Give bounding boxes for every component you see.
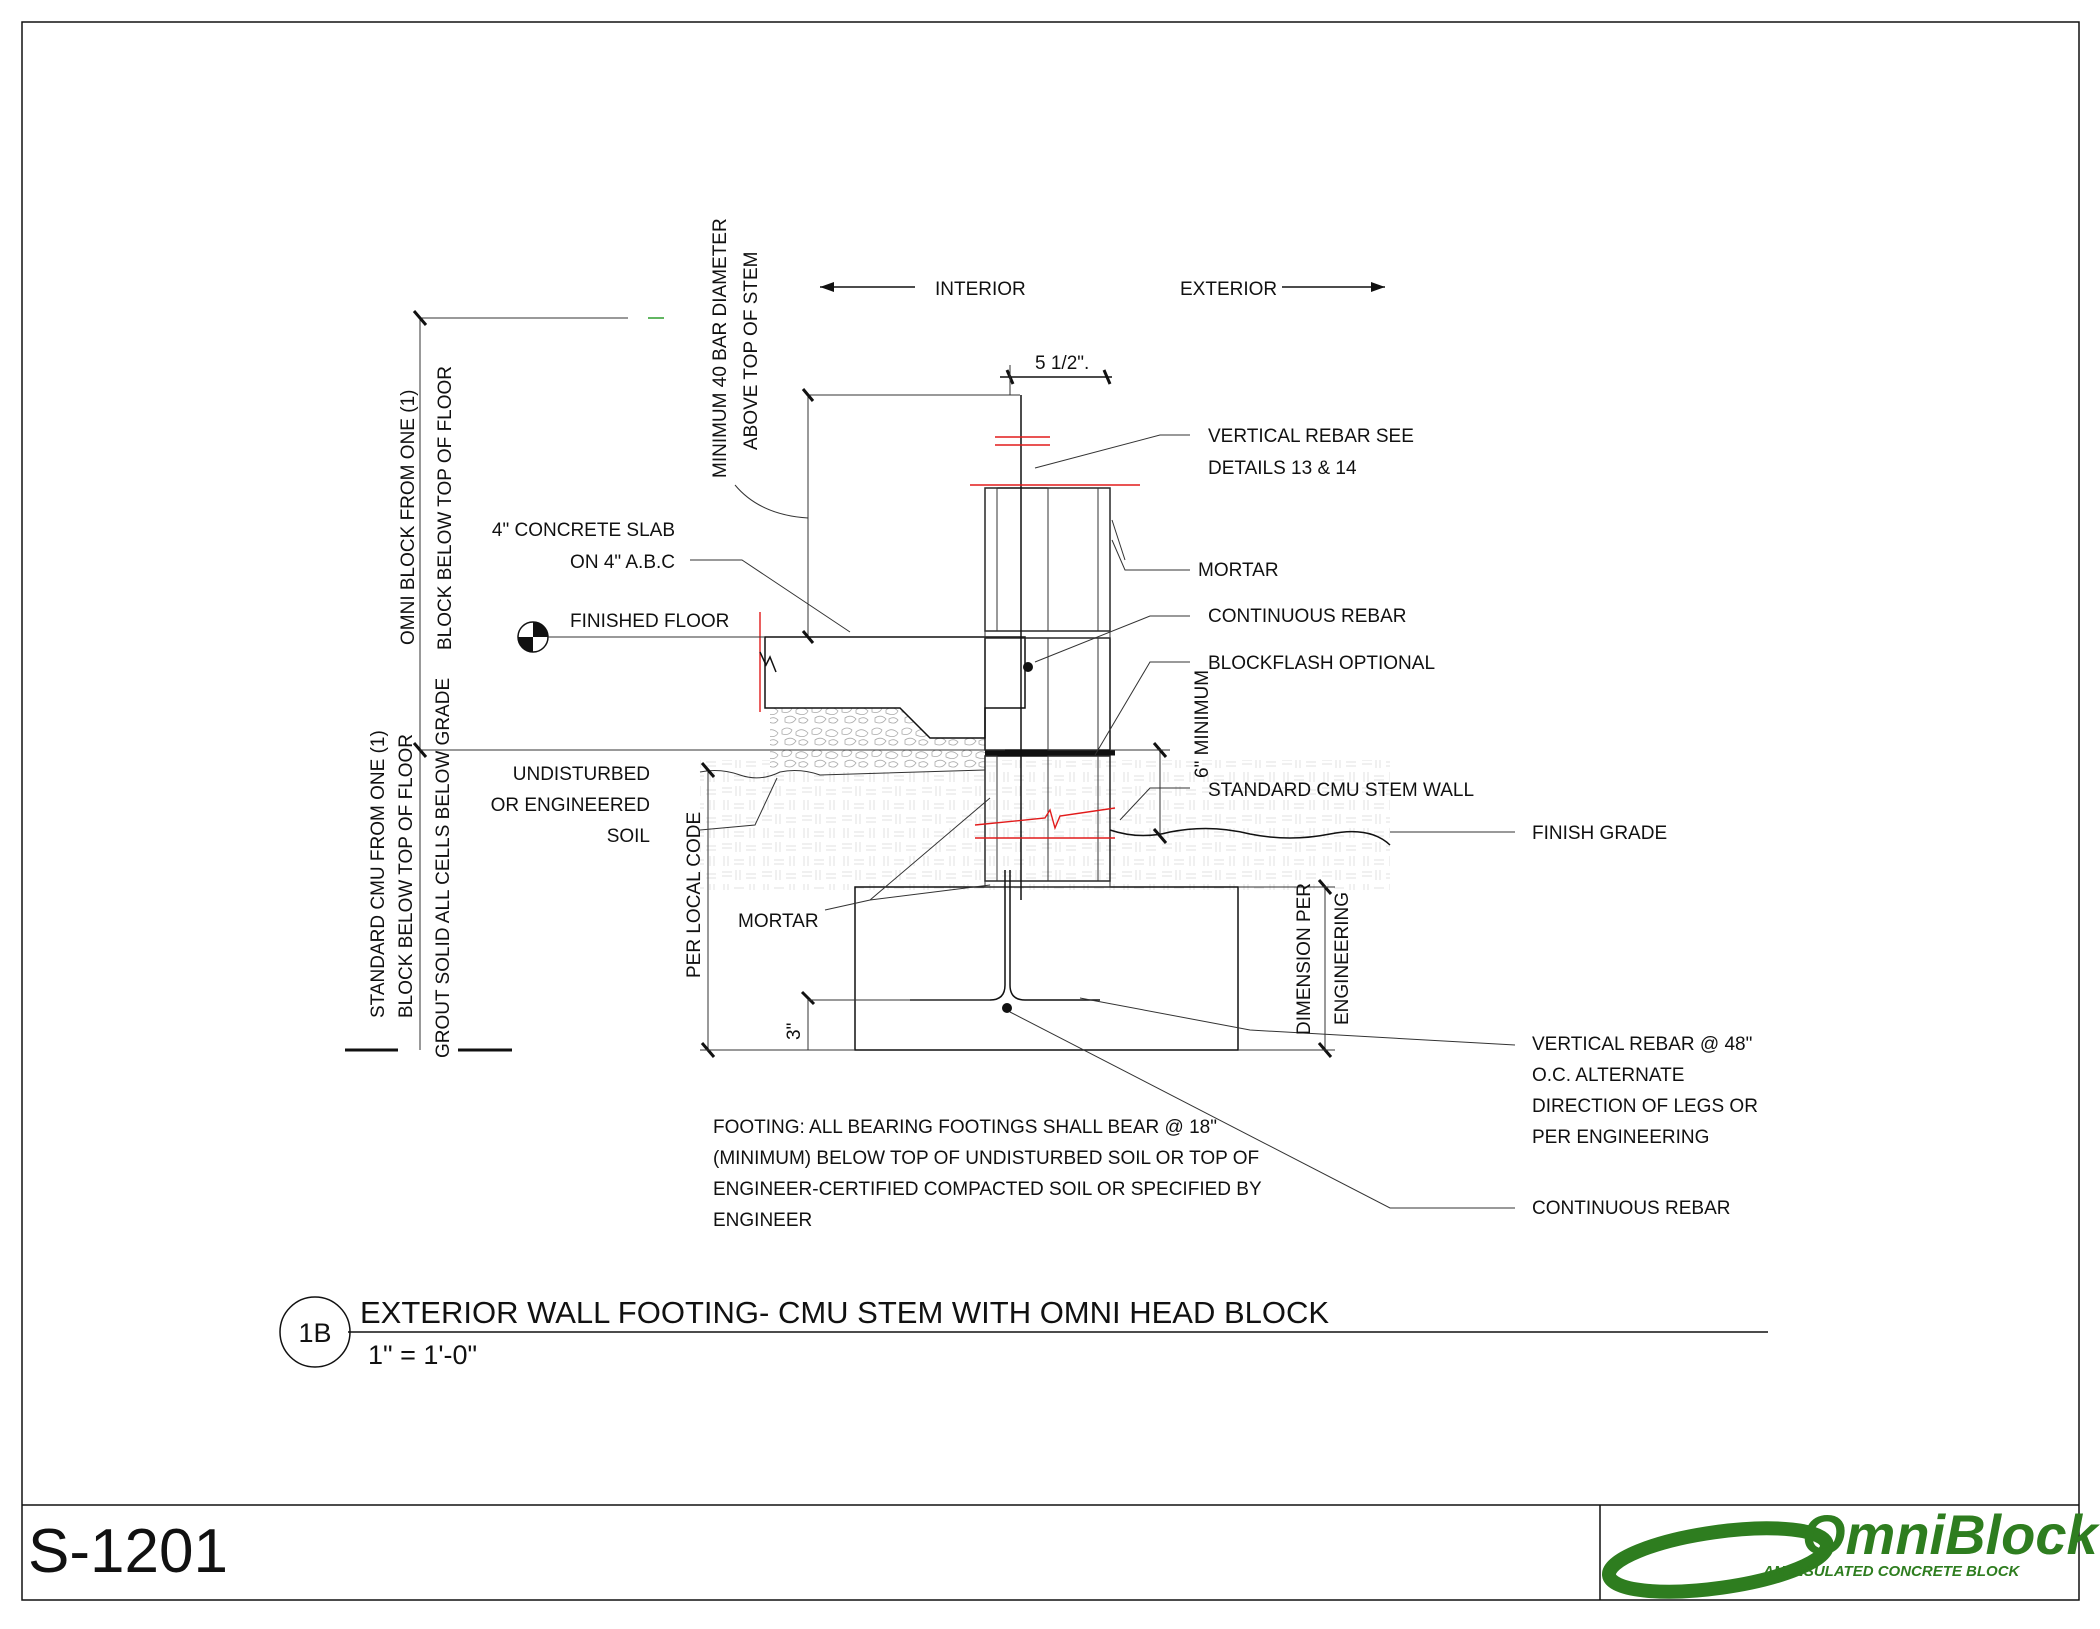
footing-rebar-left xyxy=(910,870,1006,1001)
label-6-min: 6" MINIMUM xyxy=(1192,670,1213,778)
dim-local-code-tick-t xyxy=(700,762,716,778)
footing xyxy=(854,886,1239,1051)
label-std-cmu-stem: STANDARD CMU STEM WALL xyxy=(1208,780,1474,801)
label-vert-rebar-see-2: DETAILS 13 & 14 xyxy=(1208,458,1357,479)
label-finished-floor: FINISHED FLOOR xyxy=(570,611,729,632)
label-mortar-left: MORTAR xyxy=(738,911,819,932)
exterior-arrow-head xyxy=(1371,282,1385,292)
label-slab-1: 4" CONCRETE SLAB xyxy=(492,520,675,541)
detail-scale: 1" = 1'-0" xyxy=(368,1340,477,1370)
label-finish-grade: FINISH GRADE xyxy=(1532,823,1667,844)
datum-quad-2 xyxy=(518,637,533,652)
footing-note-line-3: ENGINEER-CERTIFIED COMPACTED SOIL OR SPE… xyxy=(713,1179,1262,1200)
leader-undisturbed xyxy=(699,777,778,831)
dim-left-tick-t xyxy=(412,310,428,326)
continuous-rebar-wall xyxy=(1023,662,1033,672)
dim-6min-tick-b xyxy=(1152,828,1168,844)
label-omni-block-2: BLOCK BELOW TOP OF FLOOR xyxy=(435,366,456,650)
label-std-cmu-2: BLOCK BELOW TOP OF FLOOR xyxy=(396,734,417,1018)
label-undisturbed-3: SOIL xyxy=(607,826,650,847)
logo-brand: OmniBlock xyxy=(1802,1503,2100,1566)
omniblock-logo: OmniBlock AN INSULATED CONCRETE BLOCK xyxy=(1602,1503,2100,1599)
leader-mortar-left-2 xyxy=(869,884,991,901)
label-dim-eng-2: ENGINEERING xyxy=(1332,892,1353,1025)
logo-swoosh xyxy=(1602,1521,1834,1599)
footing-rebar-right xyxy=(1009,870,1100,1001)
label-dim-3: 3" xyxy=(784,1023,805,1040)
label-undisturbed-1: UNDISTURBED xyxy=(513,764,650,785)
label-vert-rebar-48-1: VERTICAL REBAR @ 48" xyxy=(1532,1034,1752,1055)
leader-mortar-right xyxy=(1111,539,1190,571)
dim-40bar-tick-t xyxy=(801,388,815,402)
interior-arrow-head xyxy=(820,282,834,292)
omni-insulation-upper xyxy=(1047,487,1099,632)
leader-vert-rebar-48 xyxy=(1079,997,1516,1046)
label-exterior: EXTERIOR xyxy=(1180,279,1277,300)
omni-face-in xyxy=(984,487,998,632)
footing-note-line-2: (MINIMUM) BELOW TOP OF UNDISTURBED SOIL … xyxy=(713,1148,1259,1169)
leader-cont-rebar-bottom xyxy=(1009,1011,1515,1209)
slab-break xyxy=(759,651,777,673)
leader-cmu-stem xyxy=(1119,787,1190,821)
label-dim-eng-1: DIMENSION PER xyxy=(1294,883,1315,1035)
omni-insulation-lower xyxy=(1047,637,1099,751)
leader-blockflash xyxy=(1094,661,1190,756)
leader-slab xyxy=(690,559,851,633)
sheet-border xyxy=(21,21,2080,1601)
mortar-joint-lower xyxy=(984,880,1111,888)
label-undisturbed-2: OR ENGINEERED xyxy=(491,795,650,816)
label-interior: INTERIOR xyxy=(935,279,1026,300)
label-std-cmu-3: GROUT SOLID ALL CELLS BELOW GRADE xyxy=(433,678,454,1058)
abc-gravel xyxy=(770,708,985,768)
label-vert-rebar-48-4: PER ENGINEERING xyxy=(1532,1127,1709,1148)
label-continuous-rebar-bottom: CONTINUOUS REBAR xyxy=(1532,1198,1730,1219)
label-blockflash: BLOCKFLASH OPTIONAL xyxy=(1208,653,1435,674)
label-mortar-right: MORTAR xyxy=(1198,560,1279,581)
datum-quad-1 xyxy=(533,622,548,637)
label-vert-rebar-48-2: O.C. ALTERNATE xyxy=(1532,1065,1684,1086)
label-vert-rebar-see-1: VERTICAL REBAR SEE xyxy=(1208,426,1414,447)
footing-note-line-4: ENGINEER xyxy=(713,1210,812,1231)
soil-hatch xyxy=(700,760,1390,890)
detail-id: 1B xyxy=(298,1318,331,1348)
label-continuous-rebar-top: CONTINUOUS REBAR xyxy=(1208,606,1406,627)
label-omni-block-1: OMNI BLOCK FROM ONE (1) xyxy=(398,390,419,645)
detail-title: EXTERIOR WALL FOOTING- CMU STEM WITH OMN… xyxy=(360,1295,1329,1330)
footing-note-line-1: FOOTING: ALL BEARING FOOTINGS SHALL BEAR… xyxy=(713,1117,1217,1138)
label-slab-2: ON 4" A.B.C xyxy=(570,552,675,573)
sheet-number: S-1201 xyxy=(28,1517,228,1586)
label-vert-rebar-48-3: DIRECTION OF LEGS OR xyxy=(1532,1096,1758,1117)
dim-40bar-tick-b xyxy=(801,630,815,644)
dim-5-half-tick-r xyxy=(1102,369,1112,385)
mortar-joint-upper xyxy=(984,630,1111,639)
label-dim-5-half: 5 1/2". xyxy=(1035,353,1089,374)
continuous-rebar-footing xyxy=(1002,1003,1012,1013)
red-break-stem xyxy=(974,807,1116,831)
label-per-local-code: PER LOCAL CODE xyxy=(684,812,705,978)
logo-tagline: AN INSULATED CONCRETE BLOCK xyxy=(1762,1563,2021,1580)
dim-3-tick-t xyxy=(800,990,816,1006)
leader-vert-rebar xyxy=(1034,434,1190,469)
leader-40bar xyxy=(734,484,809,519)
label-40bar-1: MINIMUM 40 BAR DIAMETER xyxy=(710,218,731,478)
label-std-cmu-1: STANDARD CMU FROM ONE (1) xyxy=(368,730,389,1018)
omni-face-out xyxy=(1097,487,1111,632)
leader-mortar-right-2 xyxy=(1111,519,1126,561)
leader-cont-rebar-top xyxy=(1034,615,1190,663)
label-40bar-2: ABOVE TOP OF STEM xyxy=(741,252,762,451)
existing-grade xyxy=(699,769,986,779)
